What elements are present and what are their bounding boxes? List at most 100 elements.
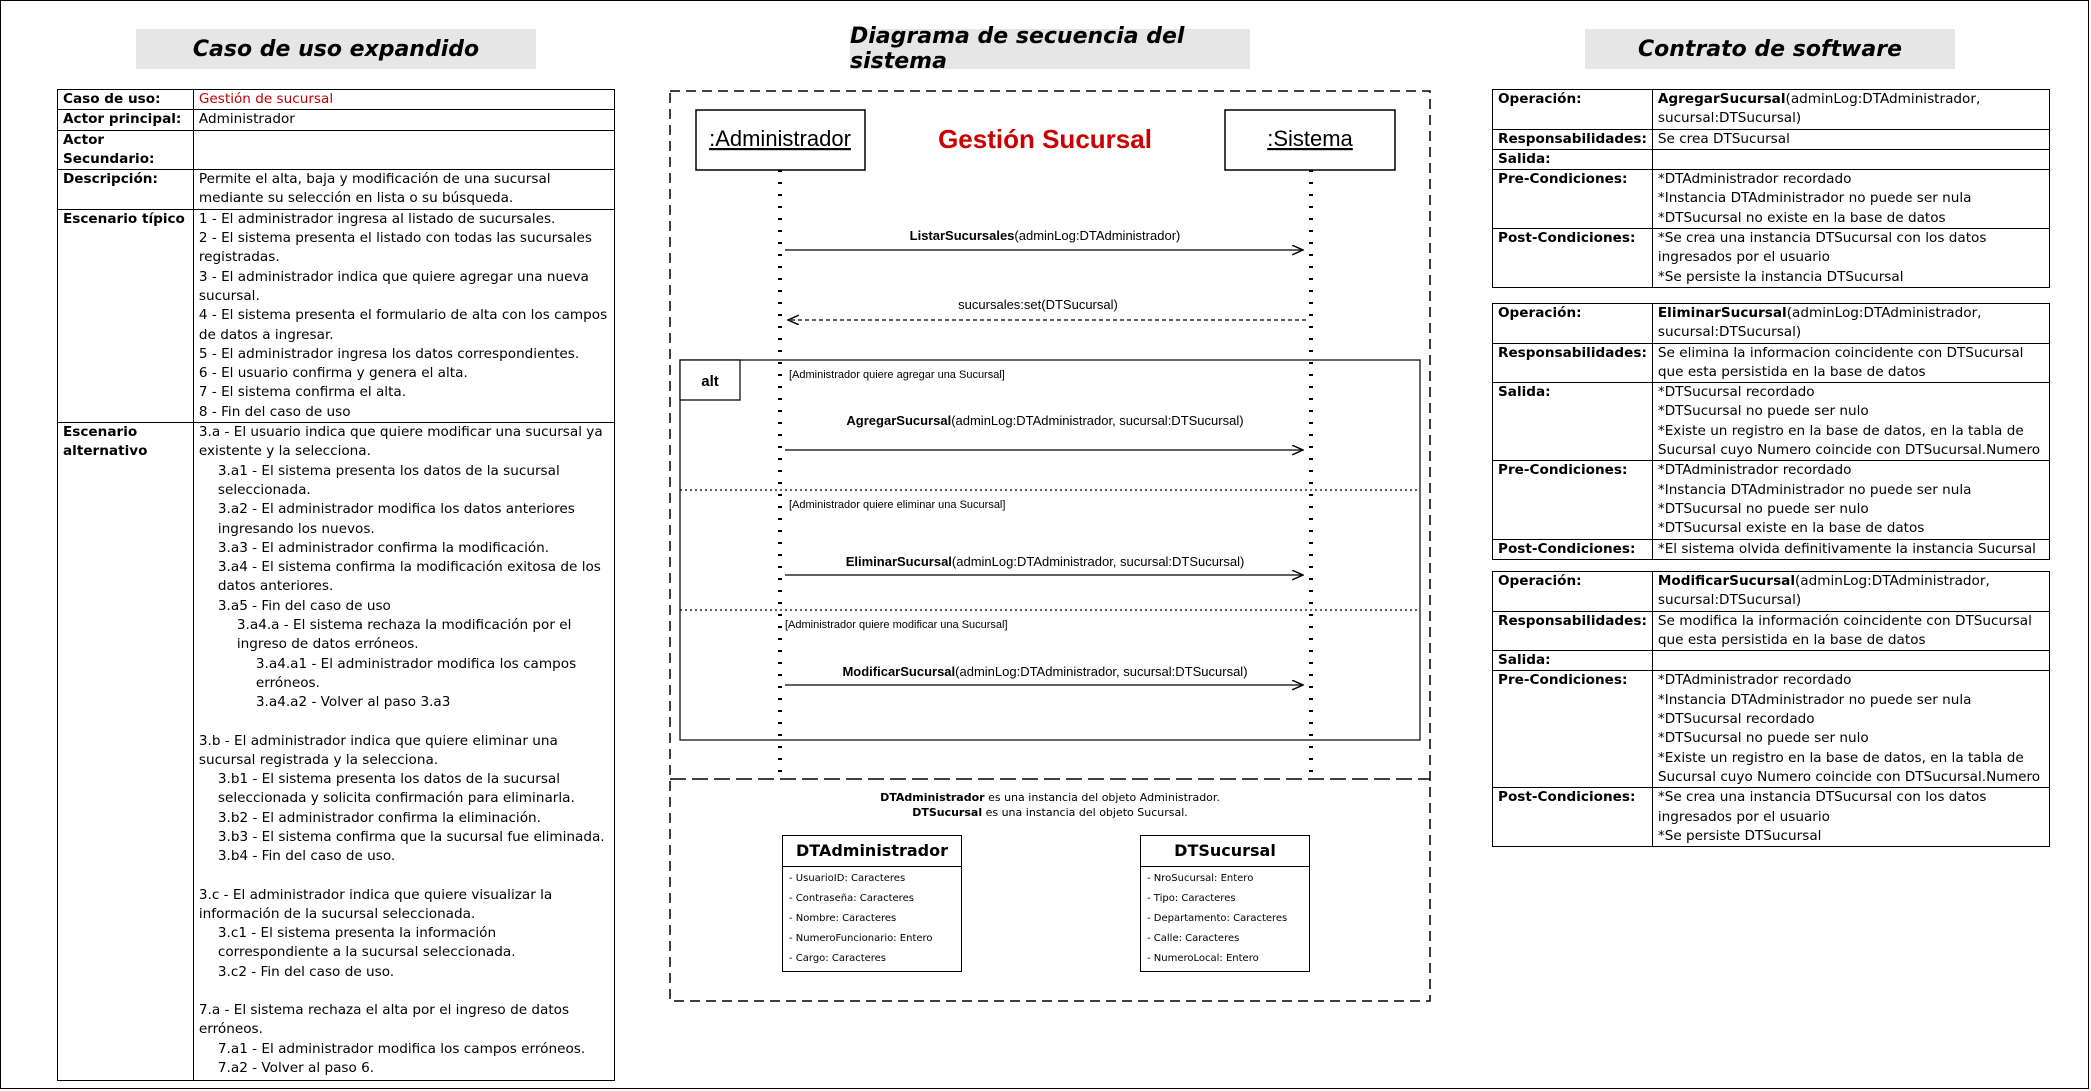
row-caso-de-uso: Caso de uso: Gestión de sucursal bbox=[57, 88, 616, 111]
escenario-alternativo-step: 3.a1 - El sistema presenta los datos de … bbox=[217, 462, 560, 498]
class-attribute: - Contraseña: Caracteres bbox=[789, 893, 914, 904]
contract-value-pre: *DTAdministrador recordado*Instancia DTA… bbox=[1651, 169, 2051, 230]
contract-eliminar: Operación:EliminarSucursal(adminLog:DTAd… bbox=[1492, 303, 2051, 560]
contract-label-operacion: Operación: bbox=[1492, 571, 1653, 612]
contract-label-post: Post-Condiciones: bbox=[1492, 787, 1653, 848]
contract-row-post: Post-Condiciones:*Se crea una instancia … bbox=[1492, 787, 2051, 848]
contract-row-post: Post-Condiciones:*Se crea una instancia … bbox=[1492, 228, 2051, 288]
contract-value-salida bbox=[1651, 650, 2051, 672]
message-agregar-sucursal: AgregarSucursal(adminLog:DTAdministrador… bbox=[846, 413, 1243, 428]
contract-value-operacion: EliminarSucursal(adminLog:DTAdministrado… bbox=[1651, 303, 2051, 344]
class-attribute: - Tipo: Caracteres bbox=[1147, 893, 1236, 904]
class-attribute: - Cargo: Caracteres bbox=[789, 953, 887, 964]
contract-label-salida: Salida: bbox=[1492, 382, 1653, 462]
contract-condition: *Se persiste DTSucursal bbox=[1657, 827, 1822, 844]
escenario-tipico-step: 1 - El administrador ingresa al listado … bbox=[198, 210, 556, 227]
actor-principal-label: Actor principal: bbox=[57, 109, 194, 131]
contract-value-post: *El sistema olvida definitivamente la in… bbox=[1651, 538, 2051, 560]
class-attribute: - Nombre: Caracteres bbox=[789, 913, 897, 924]
escenario-alternativo-step: 3.a2 - El administrador modifica los dat… bbox=[217, 501, 575, 537]
contract-value-responsabilidades: Se elimina la informacion coincidente co… bbox=[1651, 342, 2051, 384]
escenario-alternativo-step: 3.a3 - El administrador confirma la modi… bbox=[217, 539, 550, 556]
descripcion-label: Descripción: bbox=[57, 169, 194, 210]
system-lifeline-label: :Sistema bbox=[1267, 126, 1353, 151]
contract-agregar: Operación:AgregarSucursal(adminLog:DTAdm… bbox=[1492, 89, 2051, 288]
contract-condition: *Existe un registro en la base de datos,… bbox=[1657, 749, 2041, 785]
class-attribute: - NumeroFuncionario: Entero bbox=[789, 933, 933, 944]
contract-condition: *El sistema olvida definitivamente la in… bbox=[1657, 540, 2036, 557]
escenario-alternativo-list: 3.a - El usuario indica que quiere modif… bbox=[192, 422, 616, 1082]
contract-modificar: Operación:ModificarSucursal(adminLog:DTA… bbox=[1492, 571, 2051, 848]
escenario-tipico-step: 4 - El sistema presenta el formulario de… bbox=[198, 307, 608, 343]
contract-condition: *DTSucursal no puede ser nulo bbox=[1657, 403, 1869, 420]
escenario-alternativo-step: 3.c1 - El sistema presenta la informació… bbox=[217, 925, 516, 961]
class-attribute: - NumeroLocal: Entero bbox=[1147, 953, 1259, 964]
class-attribute: - NroSucursal: Entero bbox=[1147, 873, 1254, 884]
operation-name: AgregarSucursal bbox=[1657, 91, 1786, 107]
actor-secundario-label: Actor Secundario: bbox=[57, 129, 194, 171]
contract-row-responsabilidades: Responsabilidades:Se elimina la informac… bbox=[1492, 342, 2051, 384]
contract-condition: *DTAdministrador recordado bbox=[1657, 462, 1852, 479]
caso-value: Gestión de sucursal bbox=[192, 88, 616, 111]
escenario-tipico-step: 7 - El sistema confirma el alta. bbox=[198, 384, 407, 401]
contract-condition: *DTSucursal no puede ser nulo bbox=[1657, 730, 1869, 747]
contract-label-responsabilidades: Responsabilidades: bbox=[1492, 610, 1653, 652]
contract-condition: *DTSucursal no existe en la base de dato… bbox=[1657, 209, 1946, 226]
contract-value-post: *Se crea una instancia DTSucursal con lo… bbox=[1651, 787, 2051, 848]
contract-label-pre: Pre-Condiciones: bbox=[1492, 169, 1653, 230]
contract-label-post: Post-Condiciones: bbox=[1492, 538, 1653, 560]
contract-row-salida: Salida:*DTSucursal recordado *DTSucursal … bbox=[1492, 382, 2051, 462]
escenario-alternativo-step: 3.a4 - El sistema confirma la modificaci… bbox=[217, 559, 601, 595]
contract-condition: *Instancia DTAdministrador no puede ser … bbox=[1657, 481, 1972, 498]
row-escenario-alternativo: Escenario alternativo 3.a - El usuario i… bbox=[57, 422, 616, 1082]
contract-value-operacion: AgregarSucursal(adminLog:DTAdministrador… bbox=[1651, 89, 2051, 130]
guard-modificar: [Administrador quiere modificar una Sucu… bbox=[785, 619, 1008, 631]
row-escenario-tipico: Escenario típico 1 - El administrador in… bbox=[57, 208, 616, 424]
escenario-alternativo-step: 7.a2 - Volver al paso 6. bbox=[217, 1059, 375, 1076]
contract-value-responsabilidades: Se modifica la información coincidente c… bbox=[1651, 610, 2051, 652]
operation-name: ModificarSucursal bbox=[1657, 573, 1795, 589]
contract-row-pre: Pre-Condiciones:*DTAdministrador recorda… bbox=[1492, 169, 2051, 230]
contract-label-responsabilidades: Responsabilidades: bbox=[1492, 342, 1653, 384]
escenario-tipico-label: Escenario típico bbox=[57, 208, 194, 424]
operation-params: (adminLog:DTAdministrador, sucursal:DTSu… bbox=[1657, 91, 1981, 127]
contract-label-salida: Salida: bbox=[1492, 148, 1653, 171]
contract-value-pre: *DTAdministrador recordado *Instancia DTA… bbox=[1651, 460, 2051, 540]
contract-condition: *Existe un registro en la base de datos,… bbox=[1657, 422, 2041, 459]
contract-row-operacion: Operación:EliminarSucursal(adminLog:DTAd… bbox=[1492, 303, 2051, 344]
escenario-alternativo-step: 3.a5 - Fin del caso de uso bbox=[217, 597, 391, 614]
message-modificar-sucursal: ModificarSucursal(adminLog:DTAdministrad… bbox=[842, 664, 1247, 679]
contract-label-pre: Pre-Condiciones: bbox=[1492, 670, 1653, 789]
escenario-alternativo-step: 3.c2 - Fin del caso de uso. bbox=[217, 963, 395, 980]
contract-condition: *Se crea una instancia DTSucursal con lo… bbox=[1657, 230, 1987, 266]
row-actor-principal: Actor principal: Administrador bbox=[57, 109, 616, 131]
contract-label-pre: Pre-Condiciones: bbox=[1492, 460, 1653, 540]
class-dtadministrador-name: DTAdministrador bbox=[783, 836, 961, 867]
contract-row-operacion: Operación:ModificarSucursal(adminLog:DTA… bbox=[1492, 571, 2051, 612]
escenario-alternativo-step: 3.b - El administrador indica que quiere… bbox=[198, 732, 558, 768]
contract-condition: *Se crea una instancia DTSucursal con lo… bbox=[1657, 789, 1987, 825]
escenario-alternativo-step: 3.b1 - El sistema presenta los datos de … bbox=[217, 771, 575, 807]
escenario-tipico-step: 5 - El administrador ingresa los datos c… bbox=[198, 345, 580, 362]
contract-row-salida: Salida: bbox=[1492, 650, 2051, 672]
contract-label-responsabilidades: Responsabilidades: bbox=[1492, 128, 1653, 150]
class-dtadministrador-attrs: - UsuarioID: Caracteres- Contraseña: Car… bbox=[783, 867, 961, 971]
contract-row-responsabilidades: Responsabilidades:Se crea DTSucursal bbox=[1492, 128, 2051, 150]
message-listar-sucursales: ListarSucursales(adminLog:DTAdministrado… bbox=[910, 228, 1181, 243]
contract-condition: *DTAdministrador recordado bbox=[1657, 672, 1852, 689]
contract-row-operacion: Operación:AgregarSucursal(adminLog:DTAdm… bbox=[1492, 89, 2051, 130]
alt-fragment bbox=[679, 359, 1421, 741]
escenario-alternativo-step: 3.a4.a1 - El administrador modifica los … bbox=[255, 655, 577, 691]
note-dtsucursal: DTSucursal es una instancia del objeto S… bbox=[912, 806, 1188, 819]
class-dtsucursal-name: DTSucursal bbox=[1141, 836, 1309, 867]
contract-condition: *DTSucursal recordado bbox=[1657, 384, 1815, 401]
class-attribute: - Departamento: Caracteres bbox=[1147, 913, 1288, 924]
guard-agregar: [Administrador quiere agregar una Sucurs… bbox=[789, 369, 1005, 381]
class-dtsucursal: DTSucursal - NroSucursal: Entero - Tipo: … bbox=[1140, 835, 1310, 972]
escenario-tipico-step: 2 - El sistema presenta el listado con t… bbox=[198, 230, 592, 266]
descripcion-value: Permite el alta, baja y modificación de … bbox=[192, 169, 616, 210]
operation-params: (adminLog:DTAdministrador, sucursal:DTSu… bbox=[1657, 573, 1990, 609]
escenario-alternativo-step: 3.c - El administrador indica que quiere… bbox=[198, 886, 553, 922]
operation-params: (adminLog:DTAdministrador, sucursal:DTSu… bbox=[1657, 305, 1982, 341]
